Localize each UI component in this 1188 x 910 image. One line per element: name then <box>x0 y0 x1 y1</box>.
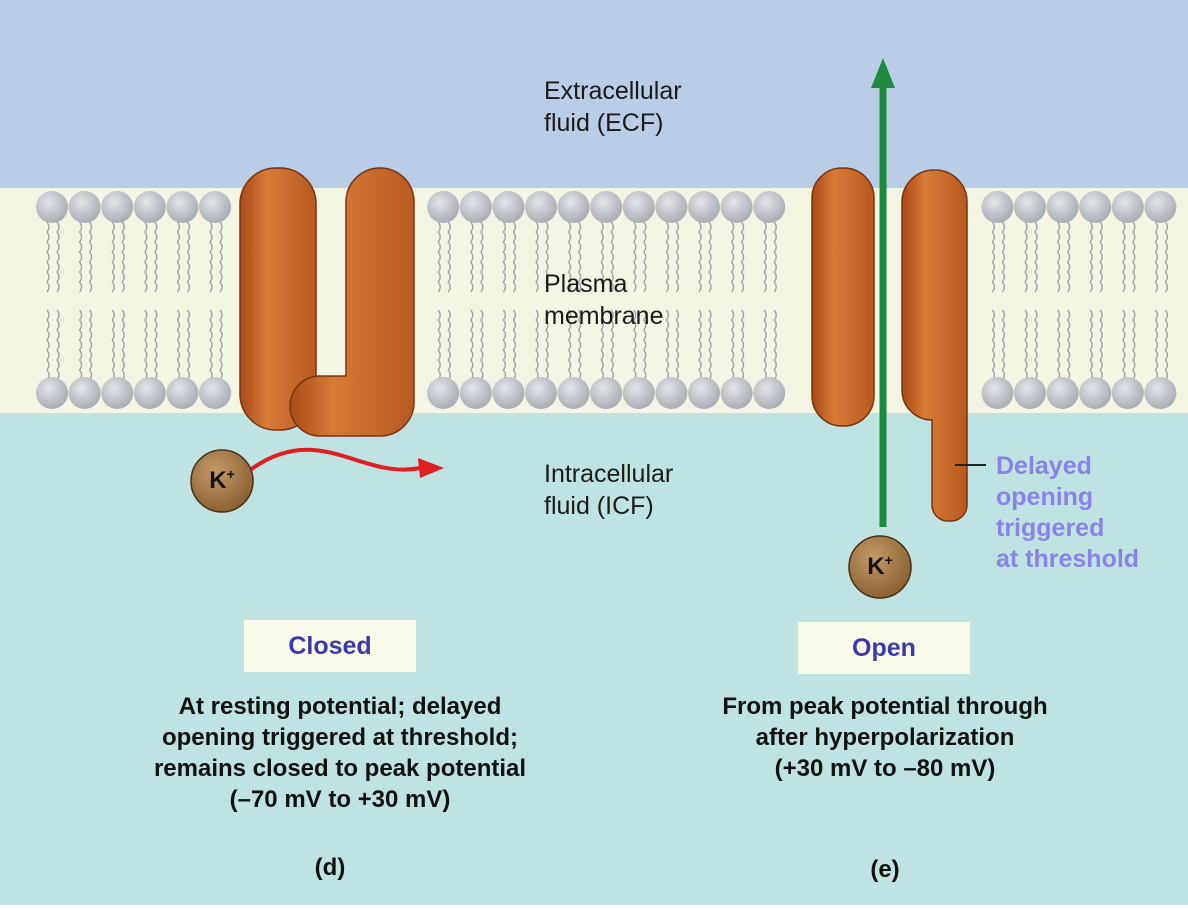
lipid-head <box>460 377 492 409</box>
panel-e-caption: From peak potential through after hyperp… <box>610 691 1160 784</box>
lipid-head <box>590 191 622 223</box>
ion-charge: + <box>885 552 893 568</box>
lipid-head <box>492 191 524 223</box>
lipid-head <box>199 377 231 409</box>
delayed-opening-annotation: Delayed opening triggered at threshold <box>996 451 1139 575</box>
lipid-head <box>1112 377 1144 409</box>
panel-d-letter: (d) <box>290 852 370 883</box>
ion-symbol: K <box>209 467 226 494</box>
lipid-head <box>558 191 590 223</box>
lipid-head <box>981 191 1013 223</box>
lipid-head <box>36 191 68 223</box>
lipid-head <box>492 377 524 409</box>
membrane-label: Plasma membrane <box>544 268 664 332</box>
lipid-head <box>1079 377 1111 409</box>
lipid-head <box>721 377 753 409</box>
lipid-head <box>753 377 785 409</box>
lipid-head <box>655 191 687 223</box>
lipid-head <box>1047 377 1079 409</box>
lipid-head <box>199 191 231 223</box>
lipid-head <box>460 191 492 223</box>
lipid-head <box>525 377 557 409</box>
lipid-head <box>1079 191 1111 223</box>
lipid-head <box>1144 377 1176 409</box>
closed-state-label: Closed <box>244 620 416 672</box>
lipid-head <box>1112 191 1144 223</box>
lipid-head <box>427 191 459 223</box>
lipid-head <box>1047 191 1079 223</box>
lipid-head <box>753 191 785 223</box>
lipid-head <box>655 377 687 409</box>
panel-e-letter: (e) <box>845 854 925 885</box>
icf-label: Intracellular fluid (ICF) <box>544 458 673 522</box>
panel-d-caption: At resting potential; delayed opening tr… <box>60 691 620 815</box>
lipid-head <box>623 377 655 409</box>
lipid-head <box>101 377 133 409</box>
lipid-head <box>590 377 622 409</box>
lipid-head <box>166 191 198 223</box>
lipid-head <box>688 191 720 223</box>
ion-symbol: K <box>867 553 884 580</box>
lipid-head <box>623 191 655 223</box>
lipid-head <box>69 191 101 223</box>
lipid-head <box>101 191 133 223</box>
lipid-head <box>1014 377 1046 409</box>
lipid-head <box>558 377 590 409</box>
lipid-head <box>166 377 198 409</box>
lipid-head <box>721 191 753 223</box>
lipid-head <box>525 191 557 223</box>
open-channel-left-subunit <box>812 168 874 426</box>
ecf-label: Extracellular fluid (ECF) <box>544 75 682 139</box>
lipid-head <box>688 377 720 409</box>
lipid-head <box>36 377 68 409</box>
lipid-head <box>427 377 459 409</box>
lipid-head <box>981 377 1013 409</box>
lipid-head <box>1014 191 1046 223</box>
ion-charge: + <box>227 466 235 482</box>
lipid-head <box>134 377 166 409</box>
lipid-head <box>134 191 166 223</box>
ion-k-closed-label: K+ <box>192 466 252 495</box>
ion-k-open-label: K+ <box>850 552 910 581</box>
lipid-head <box>69 377 101 409</box>
lipid-head <box>1144 191 1176 223</box>
open-state-label: Open <box>798 622 970 674</box>
